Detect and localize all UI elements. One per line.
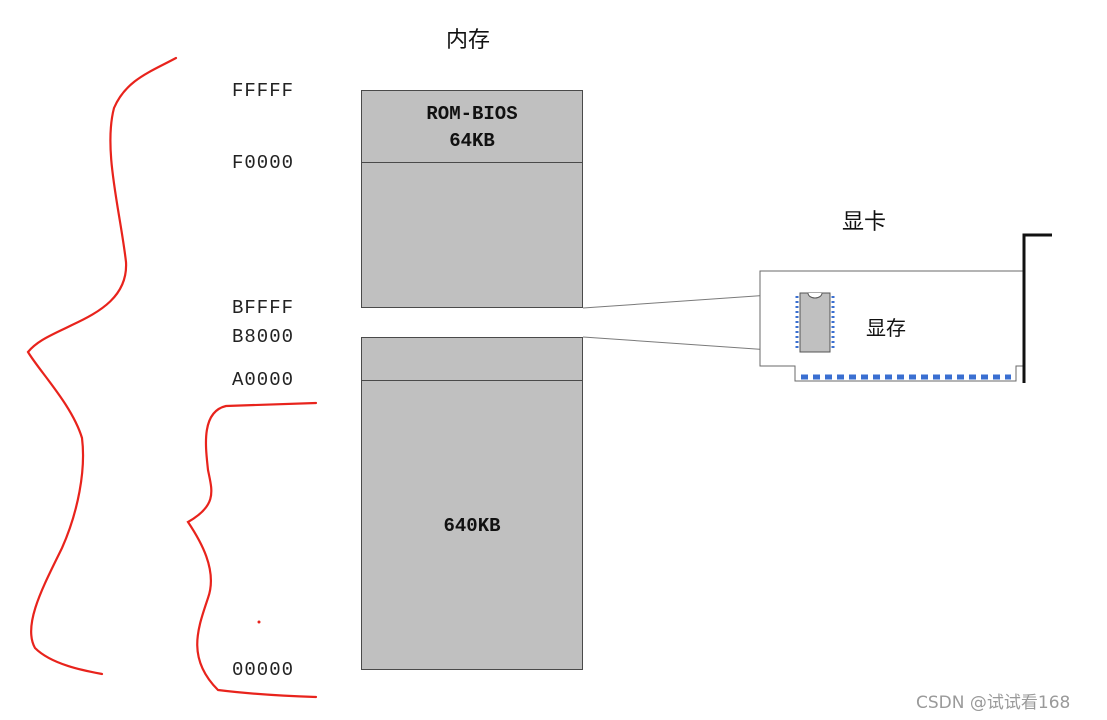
address-fffff: FFFFF bbox=[232, 80, 295, 102]
rom-bios-size-label: 64KB bbox=[449, 130, 495, 152]
annotation-dot bbox=[257, 620, 261, 624]
graphics-card-bracket bbox=[1022, 233, 1052, 383]
rom-bios-divider bbox=[361, 162, 583, 163]
address-00000: 00000 bbox=[232, 659, 295, 681]
address-a0000: A0000 bbox=[232, 369, 295, 391]
memory-block-upper bbox=[361, 90, 583, 308]
address-f0000: F0000 bbox=[232, 152, 295, 174]
vram-chip-icon bbox=[795, 292, 835, 353]
annotation-brace-right bbox=[186, 401, 318, 699]
watermark: CSDN @试试看168 bbox=[916, 693, 1071, 713]
a0000-divider bbox=[361, 380, 583, 381]
graphics-card-title: 显卡 bbox=[842, 210, 887, 235]
main-memory-label: 640KB bbox=[443, 515, 501, 537]
address-b8000: B8000 bbox=[232, 326, 295, 348]
memory-block-lower bbox=[361, 337, 583, 670]
address-bffff: BFFFF bbox=[232, 297, 295, 319]
rom-bios-label: ROM-BIOS bbox=[426, 103, 518, 125]
vram-label: 显存 bbox=[866, 316, 906, 340]
annotation-brace-left bbox=[26, 56, 178, 676]
memory-title: 内存 bbox=[446, 28, 491, 53]
